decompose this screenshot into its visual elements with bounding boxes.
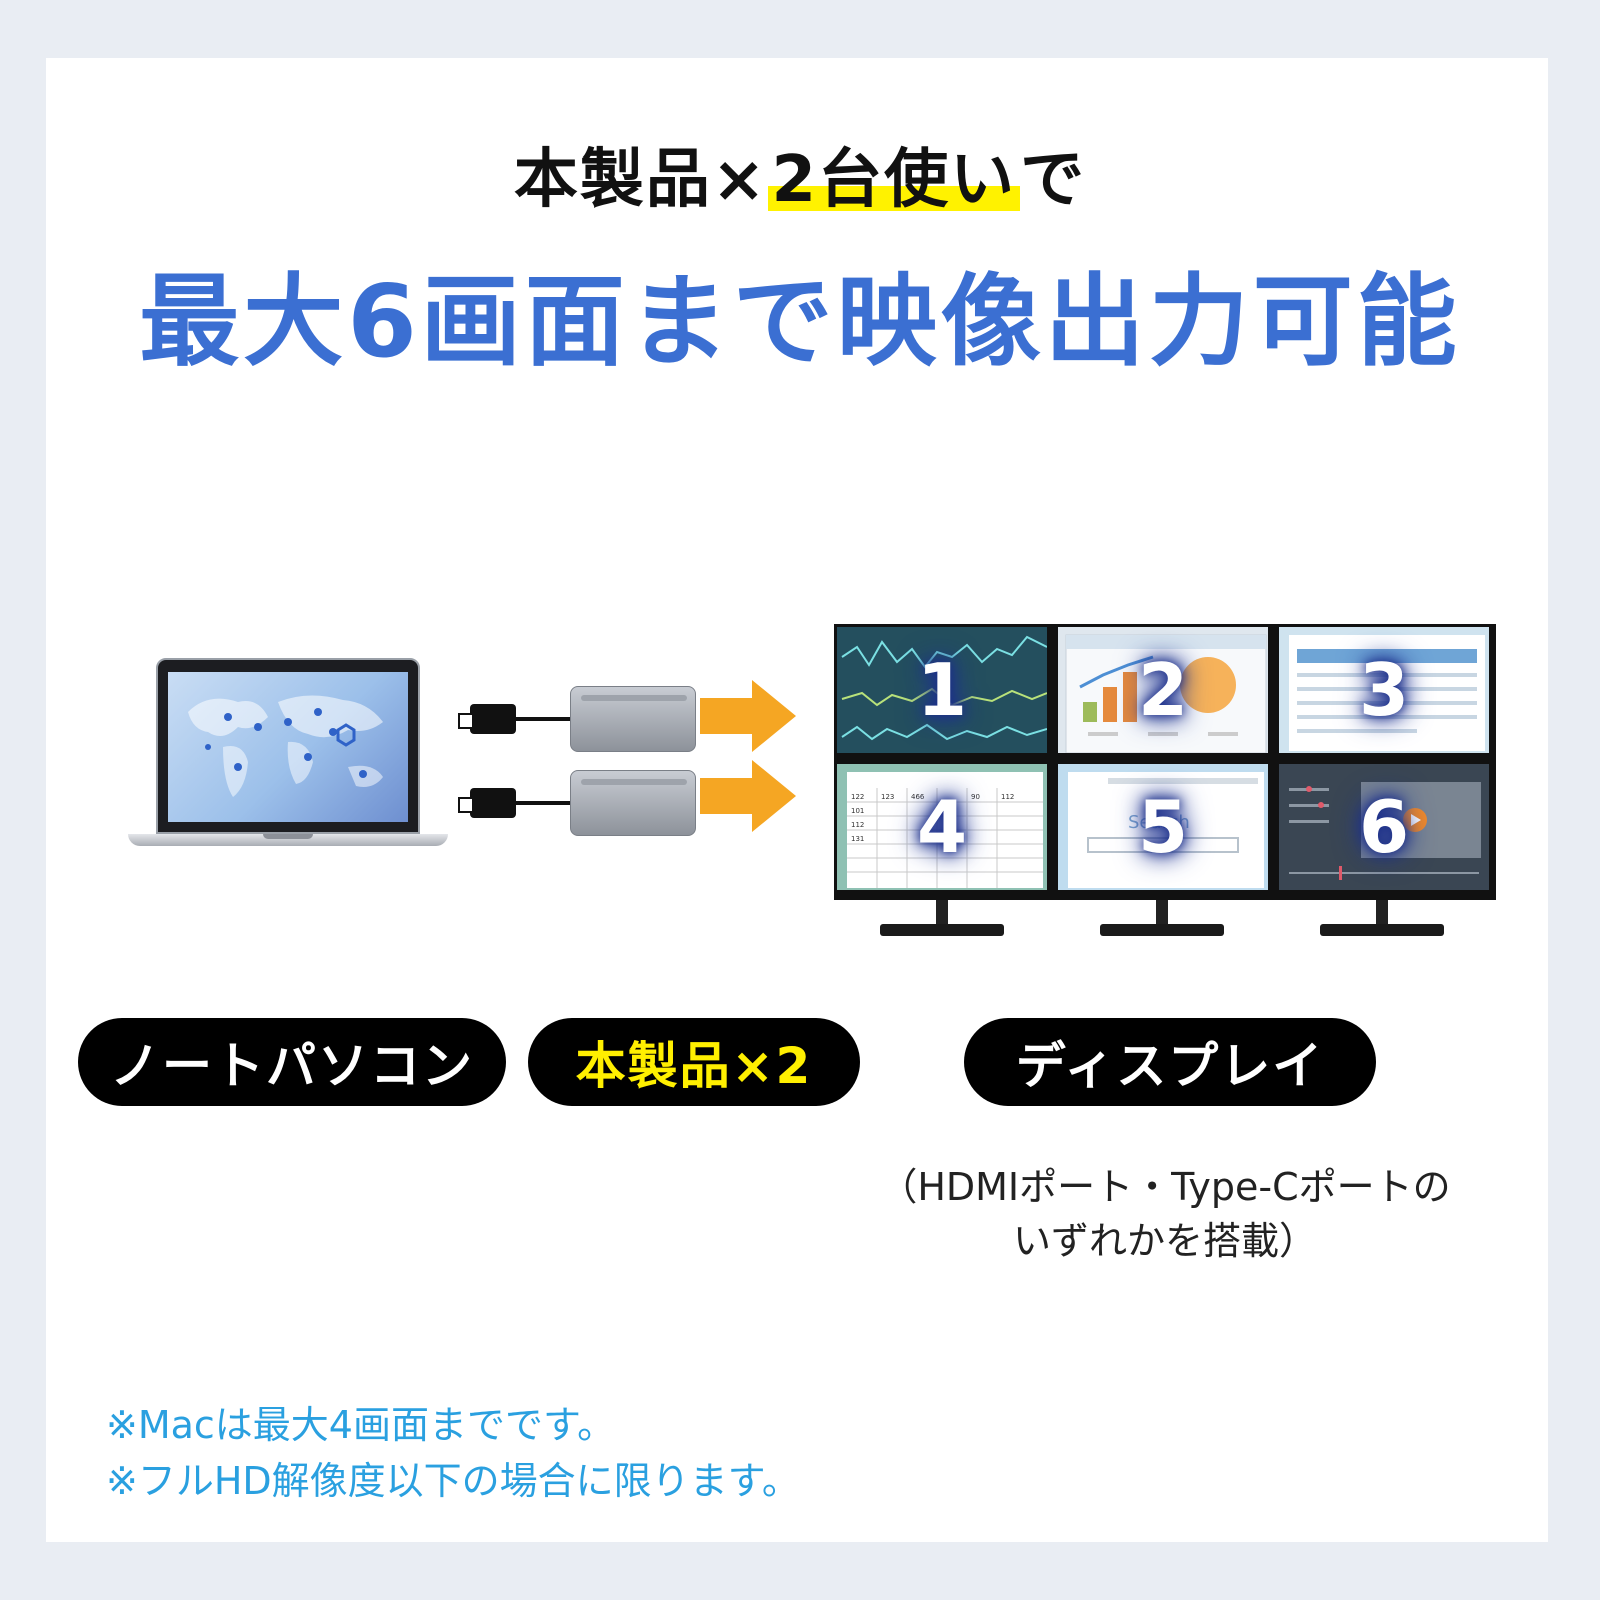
headline-highlight: 2台使い <box>767 143 1021 217</box>
port-note: （HDMIポート・Type-Cポートの いずれかを搭載） <box>830 1160 1500 1268</box>
search-heading: Search <box>1128 812 1190 833</box>
display-number: 1 <box>916 648 968 732</box>
laptop-label: ノートパソコン <box>78 1018 506 1106</box>
display-number: 3 <box>1358 648 1410 732</box>
laptop-lid <box>156 658 420 834</box>
cell-text: 122 <box>851 793 864 801</box>
spreadsheet-graphic: 122 123 466 90 112 101 112 131 <box>847 772 1043 888</box>
monitor-stand-foot <box>1320 924 1444 936</box>
arrow-right-icon <box>700 680 796 752</box>
cable-top <box>514 717 574 721</box>
display-number: 6 <box>1358 785 1410 869</box>
arrow-right-icon <box>700 760 796 832</box>
headline-line-2: 最大6画面まで映像出力可能 <box>139 263 1461 380</box>
display-number: 2 <box>1137 648 1189 732</box>
display-number: 5 <box>1137 785 1189 869</box>
footnote-mac: ※Macは最大4画面までです。 <box>106 1403 616 1447</box>
port-note-line-1: （HDMIポート・Type-Cポートの <box>879 1165 1451 1209</box>
usb-c-plug-bottom <box>458 788 516 818</box>
cell-text: 101 <box>851 807 864 815</box>
document-graphic <box>1289 635 1485 751</box>
display-panel-1: 1 <box>834 624 1050 756</box>
laptop-notch <box>263 834 313 839</box>
line-chart-graphic <box>841 635 1047 741</box>
display-panel-5: Search 5 <box>1055 761 1271 893</box>
cell-text: 131 <box>851 835 864 843</box>
hub-device-top <box>570 686 696 752</box>
cell-text: 112 <box>1001 793 1014 801</box>
cable-bottom <box>514 801 574 805</box>
laptop-illustration <box>128 658 448 848</box>
display-panel-6: 6 <box>1276 761 1492 893</box>
cell-text: 466 <box>911 793 925 801</box>
cell-text: 90 <box>971 793 980 801</box>
display-label: ディスプレイ <box>964 1018 1376 1106</box>
usb-c-plug-top <box>458 704 516 734</box>
monitor-stand-foot <box>1100 924 1224 936</box>
monitor-stand-foot <box>880 924 1004 936</box>
video-player-graphic <box>1289 782 1481 880</box>
cell-text: 112 <box>851 821 864 829</box>
hub-label: 本製品×2 <box>528 1018 860 1106</box>
port-note-line-2: いずれかを搭載） <box>1012 1219 1317 1263</box>
headline-line-1: 本製品×2台使いで <box>0 128 1600 220</box>
laptop-base <box>128 834 448 846</box>
display-panel-3: 3 <box>1276 624 1492 756</box>
hub-device-bottom <box>570 770 696 836</box>
headline-prefix: 本製品× <box>513 143 768 217</box>
footnote-resolution: ※フルHD解像度以下の場合に限ります。 <box>106 1459 800 1503</box>
laptop-screen <box>168 672 408 822</box>
cell-text: 123 <box>881 793 894 801</box>
display-panel-2: 2 <box>1055 624 1271 756</box>
search-page-graphic: Search <box>1068 772 1264 888</box>
world-map-graphic <box>188 695 383 797</box>
headline-suffix: で <box>1020 143 1087 217</box>
display-panel-4: 122 123 466 90 112 101 112 131 4 <box>834 761 1050 893</box>
display-wall: 1 2 3 <box>834 624 1496 900</box>
display-number: 4 <box>916 785 968 869</box>
bar-chart-graphic <box>1065 634 1267 753</box>
